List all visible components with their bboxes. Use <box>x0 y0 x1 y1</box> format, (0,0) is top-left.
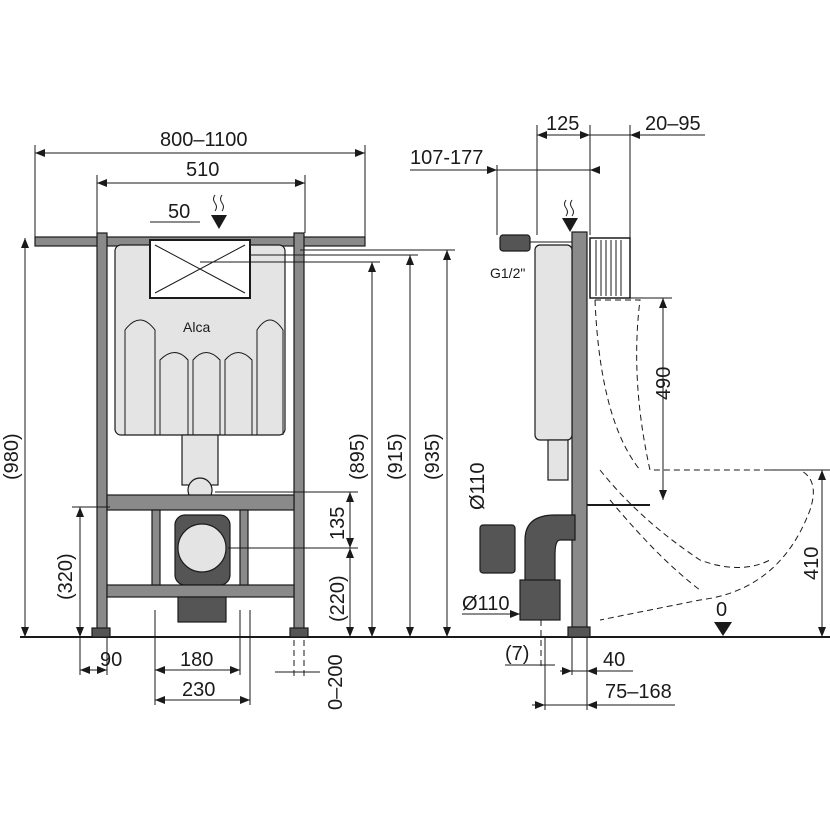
front-dimensions: 800–1100 510 50 (980) (895) (915) (935) … <box>1 129 455 710</box>
water-inlet-icon <box>213 194 224 212</box>
dim-40: 40 <box>603 649 625 671</box>
drain-outlet <box>177 523 227 573</box>
floor-level-icon <box>714 622 732 636</box>
dim-320: (320) <box>55 553 77 600</box>
dim-height-915: (915) <box>385 433 407 480</box>
dim-dia-110-lower: Ø110 <box>462 593 509 615</box>
toilet-outline <box>594 299 814 621</box>
side-foot <box>567 626 591 638</box>
side-dimensions: 125 20–95 107-177 G1/2" 490 Ø110 Ø110 41… <box>410 113 830 710</box>
dim-7: (7) <box>505 643 529 665</box>
side-flush-pipe <box>547 439 569 481</box>
middle-crossbar <box>106 494 295 511</box>
dim-height-935: (935) <box>422 433 444 480</box>
cistern-ribs <box>124 319 284 435</box>
inlet-arrow-icon <box>211 215 227 229</box>
dim-height-980: (980) <box>1 433 23 480</box>
floor-zero-label: 0 <box>716 599 727 621</box>
dim-0-200: 0–200 <box>325 654 347 710</box>
dim-490: 490 <box>653 367 675 400</box>
bottom-crossbar <box>106 584 295 598</box>
side-inlet-arrow-icon <box>562 218 578 232</box>
dim-180: 180 <box>180 649 213 671</box>
flush-plate-cross <box>154 244 246 294</box>
side-view <box>479 199 814 638</box>
inlet-label: G1/2" <box>490 265 525 281</box>
back-box-ribs <box>595 240 622 296</box>
right-foot <box>289 627 309 638</box>
left-foot <box>91 627 111 638</box>
dim-20-95: 20–95 <box>645 113 701 135</box>
dim-frame-width: 510 <box>186 159 219 181</box>
dim-total-width: 800–1100 <box>160 129 248 151</box>
dim-90: 90 <box>100 649 122 671</box>
flush-pipe <box>181 434 219 486</box>
dim-height-895: (895) <box>347 433 369 480</box>
dim-75-168: 75–168 <box>605 681 672 703</box>
dim-125: 125 <box>546 113 579 135</box>
side-drain-bottom <box>519 579 561 621</box>
dim-dia-110-upper: Ø110 <box>467 463 489 510</box>
dim-107-177: 107-177 <box>410 147 483 169</box>
front-view: Alca <box>34 194 366 638</box>
drain-pipe-110 <box>479 524 516 574</box>
dim-plate-offset: 50 <box>168 201 190 223</box>
side-post <box>571 231 588 633</box>
side-drain-elbow <box>524 514 576 601</box>
back-box <box>589 237 631 299</box>
dim-135: 135 <box>327 507 349 540</box>
drain-bottom <box>177 596 227 623</box>
side-water-icon <box>564 199 574 217</box>
dim-220: (220) <box>327 575 349 622</box>
right-post <box>293 232 305 634</box>
side-cistern <box>534 244 573 441</box>
dim-410: 410 <box>801 547 823 580</box>
dim-230: 230 <box>182 679 215 701</box>
left-post <box>96 232 108 634</box>
left-strut <box>151 509 161 586</box>
inlet-valve <box>499 234 531 252</box>
alca-logo: Alca <box>183 319 210 335</box>
